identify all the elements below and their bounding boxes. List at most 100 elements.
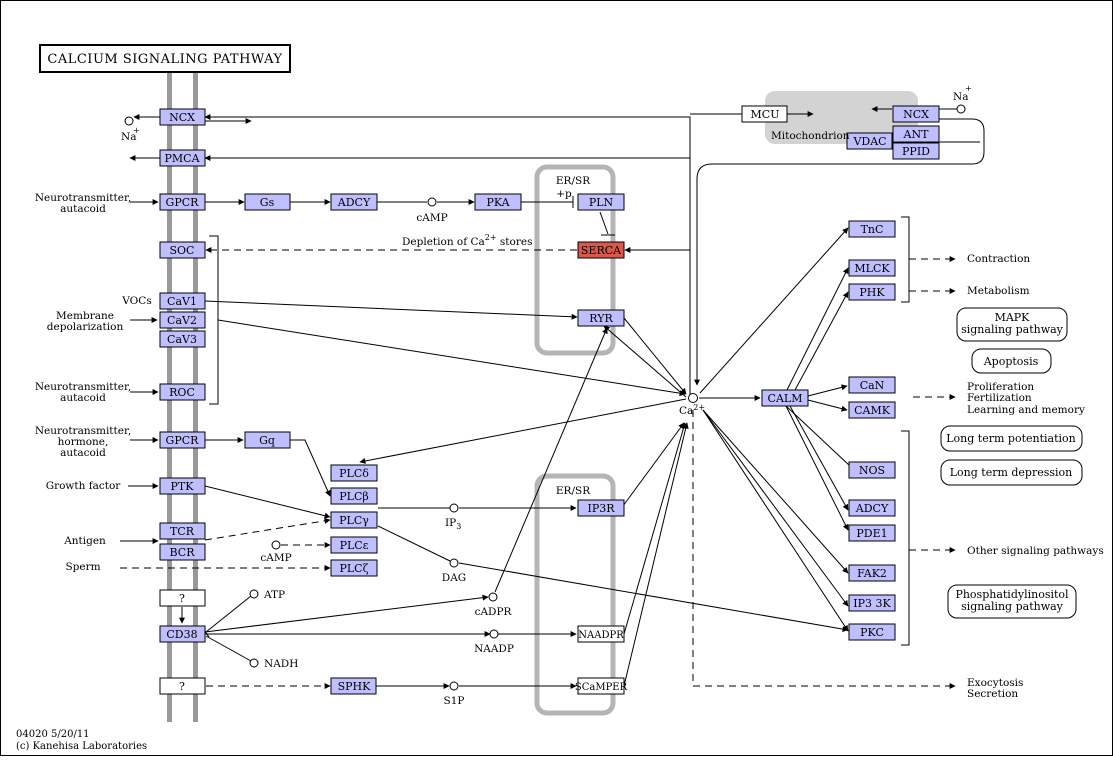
mitochondrion-compartment bbox=[765, 91, 918, 144]
svg-text:NCX: NCX bbox=[903, 108, 929, 121]
svg-text:signaling pathway: signaling pathway bbox=[961, 600, 1064, 613]
svg-text:IP3 3K: IP3 3K bbox=[853, 597, 891, 610]
svg-text:TnC: TnC bbox=[861, 223, 884, 236]
gene-nos[interactable]: NOS bbox=[848, 461, 896, 479]
gene-scamper[interactable]: SCaMPER bbox=[575, 677, 628, 695]
svg-text:ADCY: ADCY bbox=[337, 196, 371, 209]
map-long-term-potentiation[interactable]: Long term potentiation bbox=[940, 425, 1083, 452]
gene-ncx[interactable]: NCX bbox=[159, 108, 206, 126]
gene-ant[interactable]: ANT bbox=[892, 125, 940, 143]
svg-text:PLCγ: PLCγ bbox=[339, 514, 369, 527]
gene-plc-zeta[interactable]: PLCζ bbox=[330, 559, 378, 577]
svg-text:PHK: PHK bbox=[859, 286, 885, 299]
svg-text:NAADPR: NAADPR bbox=[578, 630, 624, 641]
svg-text:SPHK: SPHK bbox=[338, 680, 372, 693]
s1p-compound bbox=[449, 681, 459, 691]
compounds bbox=[124, 104, 966, 691]
cadpr-compound bbox=[488, 592, 498, 602]
gene-unknown-1[interactable]: ? bbox=[159, 589, 206, 607]
gene-plc-delta[interactable]: PLCδ bbox=[330, 464, 378, 482]
gene-calm[interactable]: CALM bbox=[761, 389, 809, 407]
gene-tcr[interactable]: TCR bbox=[159, 522, 206, 540]
label-camp-2: cAMP bbox=[260, 552, 291, 564]
gene-naadpr[interactable]: NAADPR bbox=[577, 625, 625, 643]
gene-gpcr[interactable]: GPCR bbox=[159, 193, 206, 211]
gene-ncx-mito[interactable]: NCX bbox=[892, 105, 940, 123]
svg-text:Apoptosis: Apoptosis bbox=[983, 355, 1039, 368]
gene-ip3r[interactable]: IP3R bbox=[577, 499, 625, 517]
svg-text:PLN: PLN bbox=[589, 196, 614, 209]
gene-gq[interactable]: Gq bbox=[244, 431, 291, 449]
gene-mcu[interactable]: MCU bbox=[741, 105, 788, 123]
label-plus-p: +p bbox=[556, 188, 572, 200]
gene-adcy[interactable]: ADCY bbox=[330, 193, 378, 211]
gene-roc[interactable]: ROC bbox=[159, 383, 206, 401]
gene-cav3[interactable]: CaV3 bbox=[159, 330, 206, 348]
gene-serca[interactable]: SERCA bbox=[577, 241, 625, 259]
gene-pmca[interactable]: PMCA bbox=[159, 149, 206, 167]
label-s1p: S1P bbox=[444, 695, 465, 707]
title-box bbox=[39, 44, 291, 73]
label-naadp: NAADP bbox=[474, 643, 514, 655]
gene-ryr[interactable]: RYR bbox=[577, 309, 625, 327]
gene-soc[interactable]: SOC bbox=[159, 241, 206, 259]
gene-sphk[interactable]: SPHK bbox=[330, 677, 377, 695]
label-vocs: VOCs bbox=[121, 295, 151, 307]
gene-ip3-3k[interactable]: IP3 3K bbox=[848, 594, 896, 612]
footer-date: 04020 5/20/11 bbox=[16, 729, 90, 740]
svg-text:Gs: Gs bbox=[260, 196, 275, 209]
svg-text:PLCβ: PLCβ bbox=[339, 490, 368, 503]
gene-unknown-2[interactable]: ? bbox=[159, 677, 206, 695]
text-labels: Neurotransmitter, autacoid VOCs Membrane… bbox=[16, 84, 1104, 752]
svg-text:CaV3: CaV3 bbox=[167, 333, 197, 346]
gene-fak2[interactable]: FAK2 bbox=[848, 564, 896, 582]
gene-ptk[interactable]: PTK bbox=[159, 477, 206, 495]
gene-tnc[interactable]: TnC bbox=[848, 220, 896, 238]
label-er-sr-top: ER/SR bbox=[556, 175, 591, 187]
svg-text:PLCζ: PLCζ bbox=[339, 562, 368, 575]
gene-mlck[interactable]: MLCK bbox=[848, 259, 896, 277]
svg-text:VDAC: VDAC bbox=[852, 135, 886, 148]
er-sr-compartment-bottom bbox=[534, 473, 616, 716]
svg-text:SCaMPER: SCaMPER bbox=[575, 682, 628, 693]
gene-plc-gamma[interactable]: PLCγ bbox=[330, 511, 378, 529]
svg-text:SERCA: SERCA bbox=[581, 244, 622, 257]
map-long-term-depression[interactable]: Long term depression bbox=[940, 459, 1083, 486]
gene-plc-beta[interactable]: PLCβ bbox=[330, 487, 378, 505]
map-phosphatidylinositol[interactable]: Phosphatidylinositol signaling pathway bbox=[947, 584, 1077, 619]
gene-camk[interactable]: CAMK bbox=[848, 401, 896, 419]
gene-phk[interactable]: PHK bbox=[848, 283, 896, 301]
label-neurotransmitter-2b: autacoid bbox=[60, 392, 106, 404]
label-cadpr: cADPR bbox=[475, 606, 513, 618]
na-compound-right bbox=[956, 104, 966, 114]
gene-ppid[interactable]: PPID bbox=[892, 142, 940, 160]
camp-compound-2 bbox=[271, 540, 281, 550]
gene-cd38[interactable]: CD38 bbox=[159, 625, 206, 643]
label-neurotransmitter-2a: Neurotransmitter, bbox=[35, 381, 131, 393]
gene-gpcr-2[interactable]: GPCR bbox=[159, 431, 206, 449]
gene-can[interactable]: CaN bbox=[848, 376, 896, 394]
svg-text:Long term potentiation: Long term potentiation bbox=[946, 432, 1076, 445]
svg-text:PDE1: PDE1 bbox=[856, 527, 887, 540]
gene-pde1[interactable]: PDE1 bbox=[848, 524, 896, 542]
gene-pkc[interactable]: PKC bbox=[848, 623, 896, 641]
svg-text:PKC: PKC bbox=[860, 626, 884, 639]
map-apoptosis[interactable]: Apoptosis bbox=[971, 348, 1052, 374]
dag-compound bbox=[449, 558, 459, 568]
gene-cav1[interactable]: CaV1 bbox=[159, 292, 206, 310]
gene-adcy-2[interactable]: ADCY bbox=[848, 499, 896, 517]
svg-text:NCX: NCX bbox=[169, 111, 195, 124]
svg-text:MLCK: MLCK bbox=[854, 262, 890, 275]
label-mitochondrion: Mitochondrion bbox=[771, 130, 850, 142]
gene-pln[interactable]: PLN bbox=[577, 193, 625, 211]
label-neurotransmitter-3a: Neurotransmitter, bbox=[35, 425, 131, 437]
gene-plc-epsilon[interactable]: PLCε bbox=[330, 536, 378, 554]
gene-cav2[interactable]: CaV2 bbox=[159, 311, 206, 329]
label-exocytosis: Exocytosis bbox=[967, 677, 1023, 689]
gene-bcr[interactable]: BCR bbox=[159, 543, 206, 561]
gene-vdac[interactable]: VDAC bbox=[846, 132, 893, 150]
map-mapk-signaling[interactable]: MAPK signaling pathway bbox=[956, 307, 1068, 342]
gene-pka[interactable]: PKA bbox=[474, 193, 522, 211]
gene-gs[interactable]: Gs bbox=[244, 193, 291, 211]
